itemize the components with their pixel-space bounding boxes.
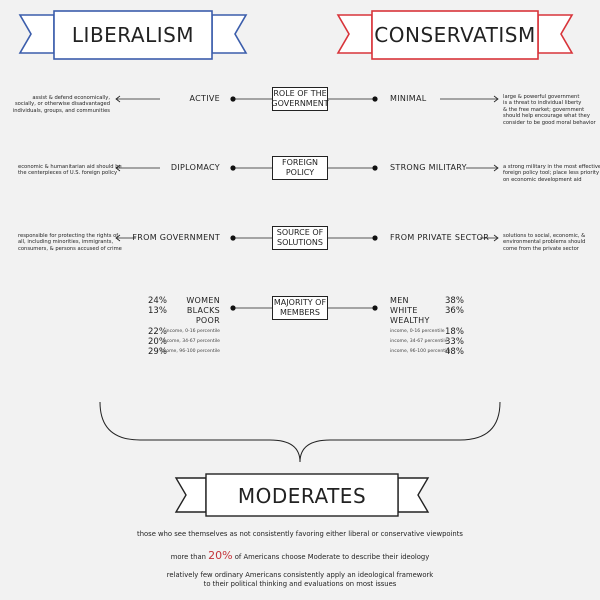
conservative-banner-left-tail [336,14,373,54]
left-income-label-3: income, 96-100 percentile [159,349,220,354]
left-group-women: WOMEN [186,296,220,305]
moderates-percent: 20% [208,549,233,562]
moderates-line-1: those who see themselves as not consiste… [137,530,463,538]
liberal-banner-body [53,10,213,60]
moderates-title: MODERATES [237,484,367,508]
row3-left-arrow-head [115,234,121,242]
left-group-blacks: BLACKS [186,306,220,315]
row1-left-keyword: ACTIVE [189,94,220,103]
row3-left-keyword: FROM GOVERNMENT [132,233,220,242]
moderates-brace [99,401,501,463]
majority-center-label: MAJORITY OF MEMBERS [273,298,327,317]
row3-left-dot [230,235,236,241]
row4-right-dot [372,305,378,311]
row2-center-label: FOREIGN POLICY [281,158,319,177]
left-income-pct-3: 29% [148,347,167,357]
row2-left-dot [230,165,236,171]
conservatism-title: CONSERVATISM [374,23,536,47]
moderates-banner-body [205,473,399,517]
right-income-label-3: income, 96-100 percentile [390,349,451,354]
right-group-white: WHITE [390,306,418,315]
majority-center-box: MAJORITY OF MEMBERS [272,296,328,320]
moderates-banner-right-tail [397,477,430,513]
left-group-pct-blacks: 13% [148,306,167,316]
row2-left-description: economic & humanitarian aid should be th… [18,164,122,177]
left-income-label-2: income, 34-67 percentile [162,339,220,344]
row1-left-arrow-head [115,95,121,103]
moderates-line-3: relatively few ordinary Americans consis… [166,571,434,579]
moderates-line-2-post: of Americans choose Moderate to describe… [232,553,430,561]
moderates-banner [174,473,430,517]
right-income-pct-1: 18% [445,327,464,337]
right-group-pct-white: 36% [445,306,464,316]
row1-center-box: ROLE OF THE GOVERNMENT [271,87,329,111]
moderates-line-4: to their political thinking and evaluati… [203,580,397,588]
row2-left-keyword: DIPLOMACY [170,163,220,172]
liberal-banner-left-tail [18,14,55,54]
row3-center-box: SOURCE OF SOLUTIONS [272,226,328,250]
left-income-pct-1: 22% [148,327,167,337]
row3-right-keyword: FROM PRIVATE SECTOR [390,233,490,242]
row1-right-arrow-head [493,95,499,103]
left-group-pct-women: 24% [148,296,167,306]
row1-left-description: assist & defend economically, socially, … [12,95,110,114]
right-group-wealthy: WEALTHY [390,316,430,325]
moderates-banner-left-tail [174,477,207,513]
row3-right-description: solutions to social, economic, & environ… [503,233,586,252]
right-income-pct-2: 33% [445,337,464,347]
left-income-pct-2: 20% [148,337,167,347]
row1-right-keyword: MINIMAL [390,94,427,103]
liberal-banner-right-tail [211,14,248,54]
liberal-banner [18,10,248,60]
row3-center-label: SOURCE OF SOLUTIONS [276,228,324,247]
row3-left-description: responsible for protecting the rights of… [18,233,122,252]
left-income-label-1: income, 0-16 percentile [165,329,220,334]
right-group-men: MEN [390,296,409,305]
row1-left-dot [230,96,236,102]
conservative-banner-right-tail [537,14,574,54]
liberalism-title: LIBERALISM [71,23,195,47]
row2-left-arrow-head [115,164,121,172]
right-income-label-1: income, 0-16 percentile [390,329,445,334]
row2-right-arrow-head [493,164,499,172]
right-income-pct-3: 48% [445,347,464,357]
row1-right-dot [372,96,378,102]
conservative-banner [336,10,574,60]
row2-center-box: FOREIGN POLICY [272,156,328,180]
row4-left-dot [230,305,236,311]
row1-center-label: ROLE OF THE GOVERNMENT [271,89,329,108]
row1-right-description: large & powerful government is a threat … [503,94,596,126]
conservative-banner-body [371,10,539,60]
right-group-pct-men: 38% [445,296,464,306]
row2-right-keyword: STRONG MILITARY [390,163,467,172]
moderates-line-2: more than 20% of Americans choose Modera… [0,549,600,562]
right-income-label-2: income, 34-67 percentile [390,339,448,344]
row2-right-dot [372,165,378,171]
row2-right-description: a strong military in the most effective … [503,164,600,183]
row3-right-arrow-head [493,234,499,242]
left-group-poor: POOR [195,316,220,325]
row3-right-dot [372,235,378,241]
moderates-line-2-pre: more than [170,553,209,561]
